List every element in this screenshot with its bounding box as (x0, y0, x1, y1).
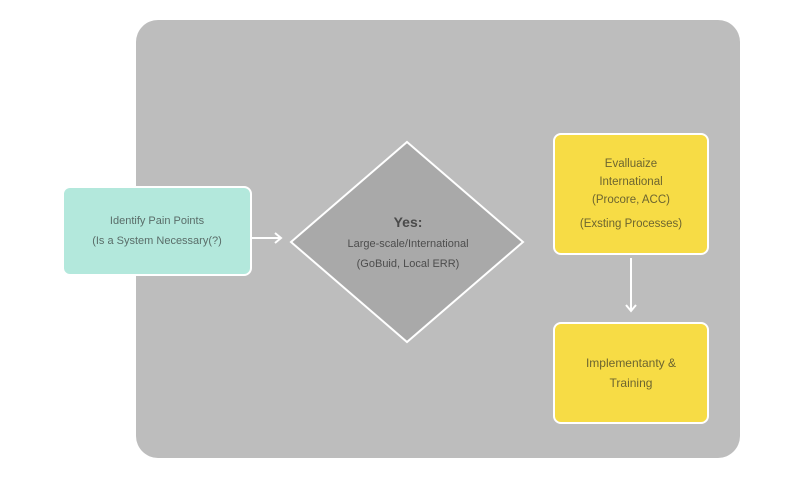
implement-node-line1: Implementanty & (585, 356, 677, 370)
decision-node-text: Yes: Large-scale/International (GoBuid, … (318, 210, 498, 274)
decision-node-title: Yes: (393, 214, 423, 230)
identify-pain-points-node: Identify Pain Points (Is a System Necess… (62, 186, 252, 276)
evaluate-node-line1: Evalluaize (604, 158, 658, 170)
evaluate-node-line4: (Exsting Processes) (579, 218, 683, 230)
evaluate-node-line3: (Procore, ACC) (592, 194, 670, 206)
evaluate-node-line2: International (599, 176, 663, 188)
decision-node-line1: Large-scale/International (347, 238, 469, 250)
identify-node-line1: Identify Pain Points (109, 215, 205, 227)
decision-diamond-node (289, 140, 525, 344)
arrow-identify-to-decision (252, 232, 283, 244)
decision-node-line2: (GoBuid, Local ERR) (356, 258, 460, 270)
evaluate-international-node: Evalluaize International (Procore, ACC) … (553, 133, 709, 255)
implement-node-line2: Training (609, 376, 653, 390)
implementation-training-node: Implementanty & Training (553, 322, 709, 424)
arrow-evaluate-to-implement (625, 258, 637, 313)
identify-node-line2: (Is a System Necessary(?) (92, 235, 222, 247)
